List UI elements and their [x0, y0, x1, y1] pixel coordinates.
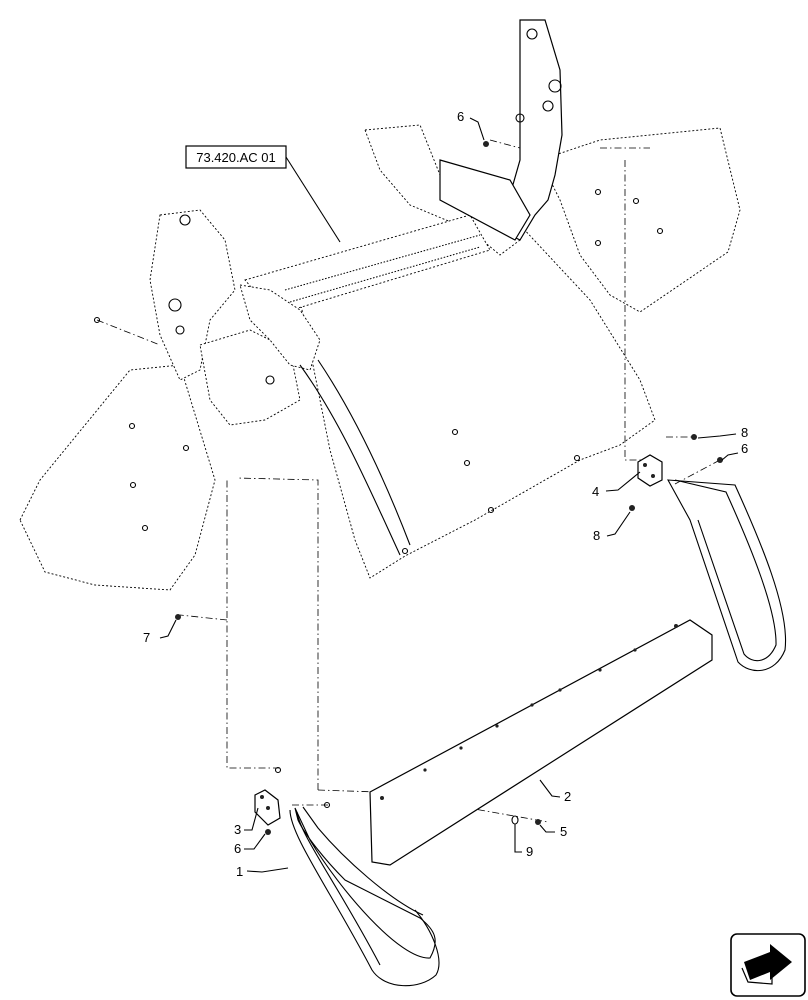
left-shield — [19, 364, 216, 591]
cross-beam — [244, 214, 491, 316]
callout-2: 2 — [564, 789, 571, 804]
fastener-8-lower — [629, 505, 635, 511]
callout-8-lower: 8 — [593, 528, 600, 543]
bracket-3 — [254, 789, 281, 826]
callout-5: 5 — [560, 824, 567, 839]
main-frame — [19, 19, 741, 591]
bracket-4 — [637, 454, 663, 487]
part-2-plate — [369, 619, 713, 866]
washer-9 — [511, 815, 519, 825]
fastener-8-upper — [691, 434, 697, 440]
fastener-left-bolt — [93, 316, 101, 324]
fasteners — [93, 141, 723, 835]
callout-1: 1 — [236, 864, 243, 879]
nut-5 — [535, 819, 541, 825]
left-arm — [149, 209, 236, 381]
fastener-bolt-small — [323, 801, 331, 809]
left-bracket — [199, 329, 301, 426]
callout-4: 4 — [592, 484, 599, 499]
callouts: 6 7 8 6 4 8 2 5 9 3 6 1 — [143, 109, 748, 879]
right-shield — [539, 127, 741, 313]
left-plate — [239, 284, 321, 371]
fastener-7 — [175, 614, 181, 620]
fastener-6-top — [483, 141, 489, 147]
callout-6-top: 6 — [457, 109, 464, 124]
callout-9: 9 — [526, 844, 533, 859]
next-page-arrow-icon[interactable] — [730, 933, 806, 997]
fastener-top-bolt — [274, 766, 282, 774]
reference-callout[interactable]: 73.420.AC 01 — [185, 145, 341, 243]
right-handle — [667, 479, 787, 672]
callout-3: 3 — [234, 822, 241, 837]
callout-6-right: 6 — [741, 441, 748, 456]
center-panel — [294, 224, 656, 579]
callout-8-upper: 8 — [741, 425, 748, 440]
reference-label[interactable]: 73.420.AC 01 — [196, 150, 276, 165]
right-arm-bar — [439, 159, 531, 241]
right-tower — [499, 19, 563, 241]
fastener-6-lower — [265, 829, 271, 835]
curved-arm — [299, 364, 401, 556]
part-1-handle — [289, 806, 440, 987]
callout-7: 7 — [143, 630, 150, 645]
callout-6-lower: 6 — [234, 841, 241, 856]
fastener-6-right — [717, 457, 723, 463]
